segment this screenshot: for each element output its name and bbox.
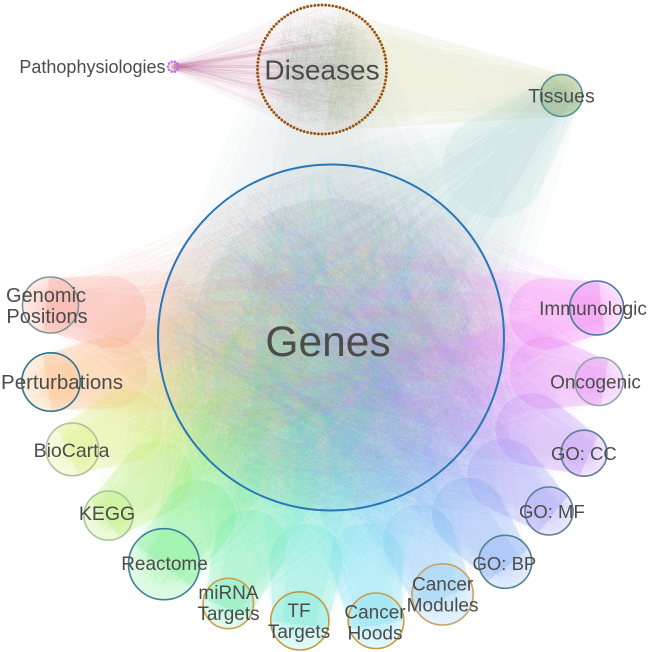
svg-text:Perturbations: Perturbations (1, 371, 123, 394)
svg-text:Tissues: Tissues (528, 86, 595, 108)
svg-text:Modules: Modules (407, 596, 479, 617)
svg-text:miRNA: miRNA (198, 583, 258, 604)
svg-text:Hoods: Hoods (348, 624, 403, 645)
svg-text:Oncogenic: Oncogenic (550, 373, 641, 394)
svg-text:GO: MF: GO: MF (519, 501, 585, 522)
svg-text:Genes: Genes (265, 319, 390, 366)
svg-text:GO: CC: GO: CC (551, 443, 617, 464)
svg-text:Targets: Targets (268, 622, 330, 643)
svg-text:Reactome: Reactome (121, 554, 208, 575)
svg-text:GO: BP: GO: BP (473, 553, 537, 574)
svg-text:KEGG: KEGG (79, 503, 135, 525)
svg-text:Genomic: Genomic (6, 285, 86, 307)
svg-text:Cancer: Cancer (344, 603, 406, 624)
svg-text:Positions: Positions (6, 306, 87, 328)
svg-text:TF: TF (287, 601, 310, 622)
svg-text:Cancer: Cancer (412, 575, 474, 596)
svg-text:Immunologic: Immunologic (539, 299, 647, 320)
svg-text:Pathophysiologies: Pathophysiologies (19, 57, 165, 77)
svg-text:Diseases: Diseases (264, 55, 379, 86)
svg-text:BioCarta: BioCarta (34, 440, 110, 462)
svg-text:Targets: Targets (197, 604, 259, 625)
